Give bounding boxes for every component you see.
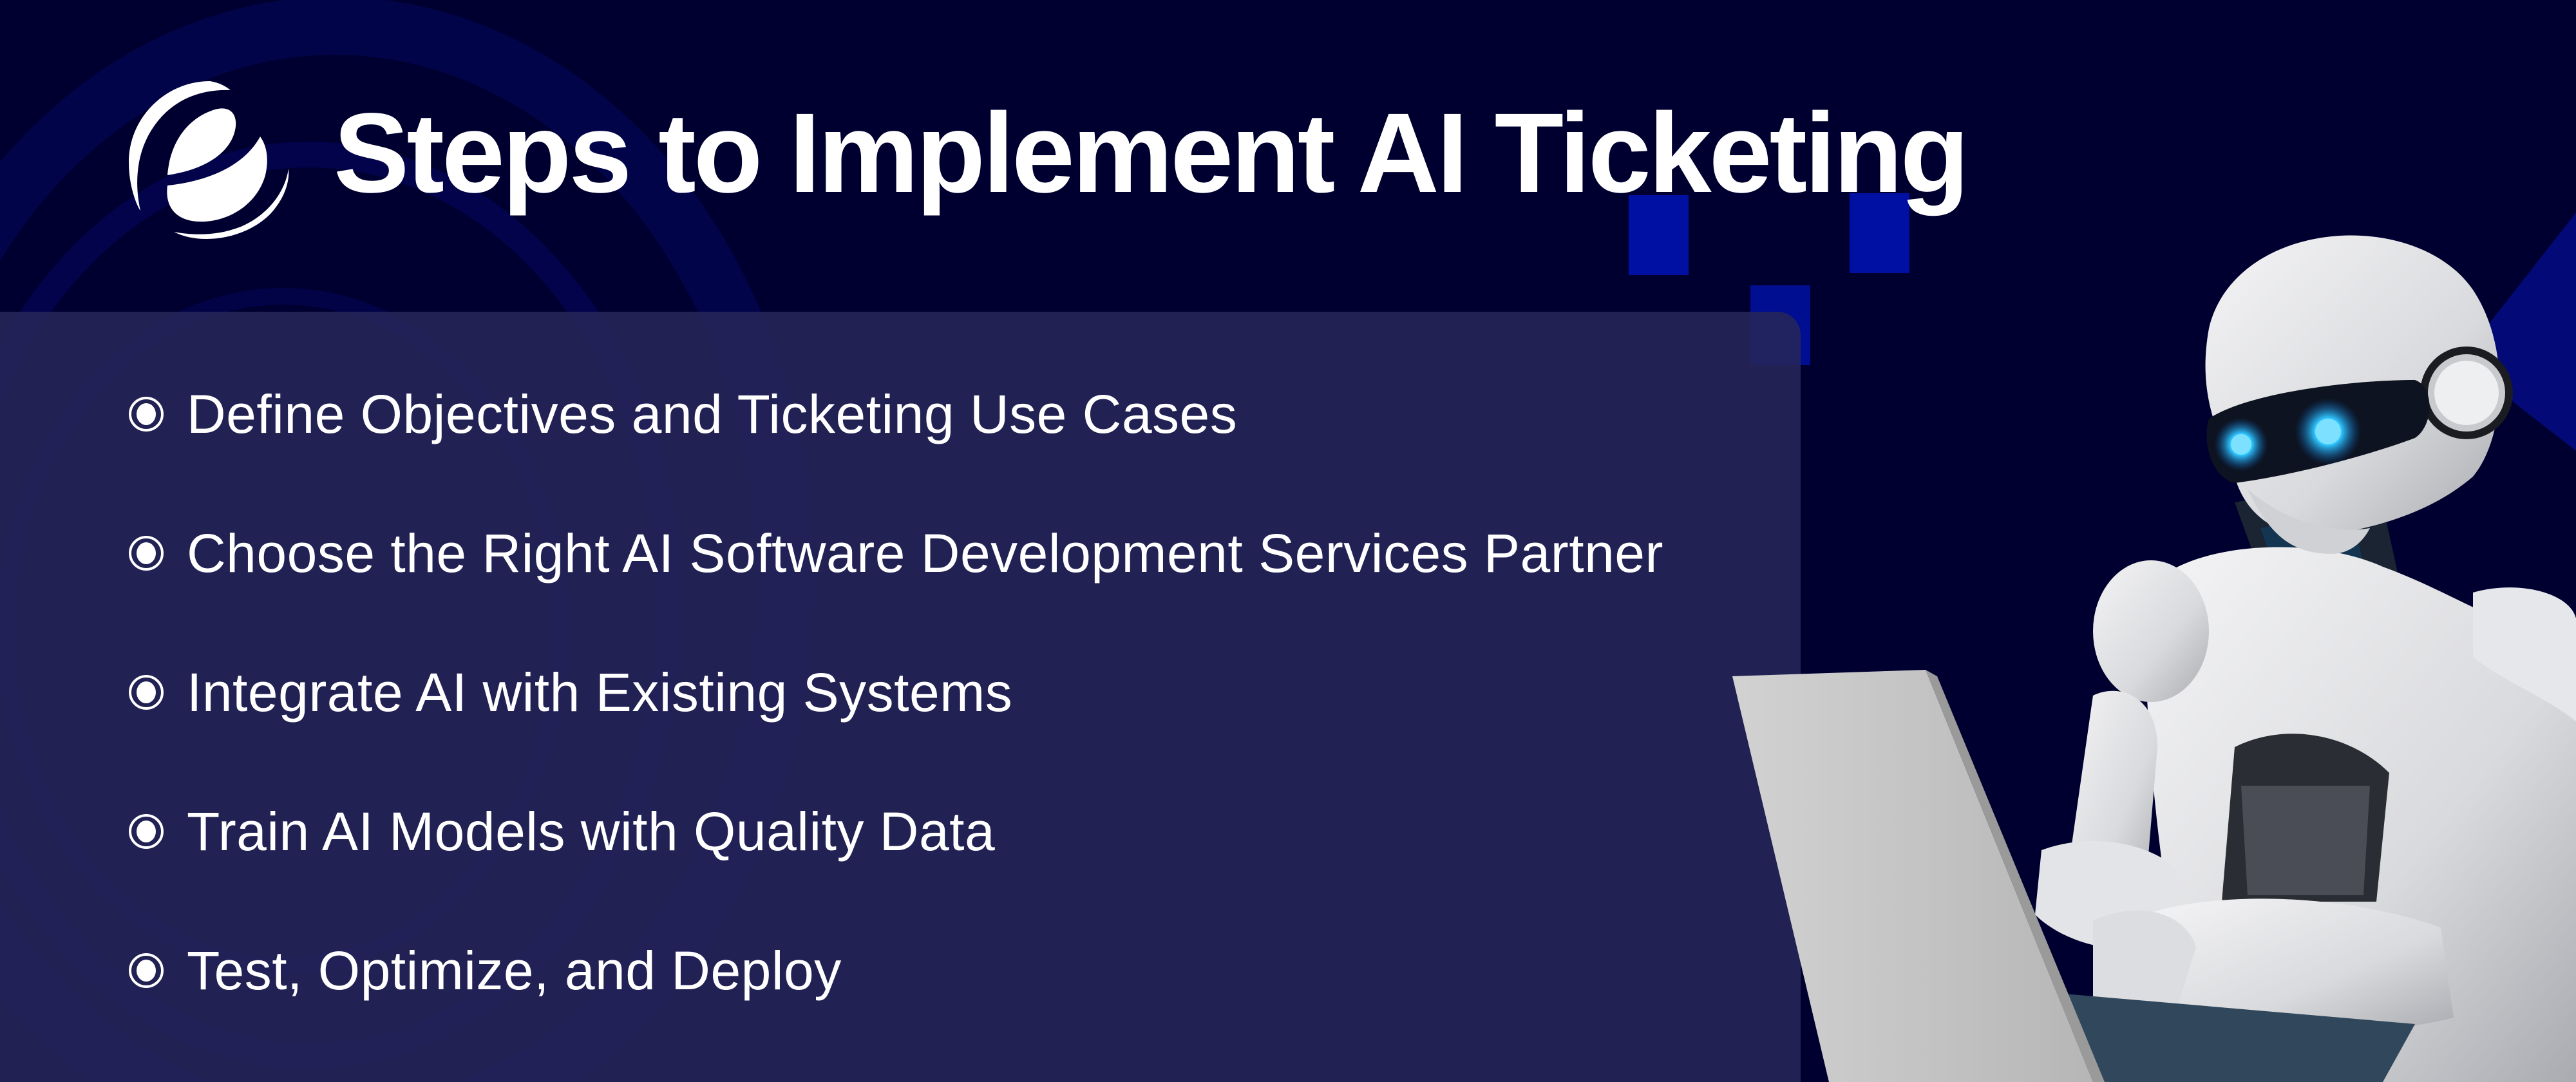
step-item: Choose the Right AI Software Development… xyxy=(129,521,1663,585)
radio-bullet-icon xyxy=(129,397,164,432)
accent-square xyxy=(1850,193,1909,273)
radio-bullet-icon xyxy=(129,675,164,710)
robot-illustration xyxy=(1732,235,2576,1082)
step-label: Define Objectives and Ticketing Use Case… xyxy=(187,383,1238,444)
step-label: Test, Optimize, and Deploy xyxy=(187,940,842,1001)
step-item: Test, Optimize, and Deploy xyxy=(129,938,842,1003)
radio-bullet-icon xyxy=(129,953,164,988)
radio-bullet-icon xyxy=(129,814,164,849)
step-label: Integrate AI with Existing Systems xyxy=(187,661,1013,723)
accent-square xyxy=(1629,195,1689,275)
step-label: Train AI Models with Quality Data xyxy=(187,801,996,862)
step-item: Integrate AI with Existing Systems xyxy=(129,660,1012,725)
step-item: Define Objectives and Ticketing Use Case… xyxy=(129,382,1237,446)
step-item: Train AI Models with Quality Data xyxy=(129,799,995,864)
page-title: Steps to Implement AI Ticketing xyxy=(334,90,1969,216)
radio-bullet-icon xyxy=(129,536,164,571)
step-label: Choose the Right AI Software Development… xyxy=(187,522,1663,584)
brand-e-globe-icon xyxy=(129,81,289,240)
steps-panel xyxy=(0,312,1801,1082)
